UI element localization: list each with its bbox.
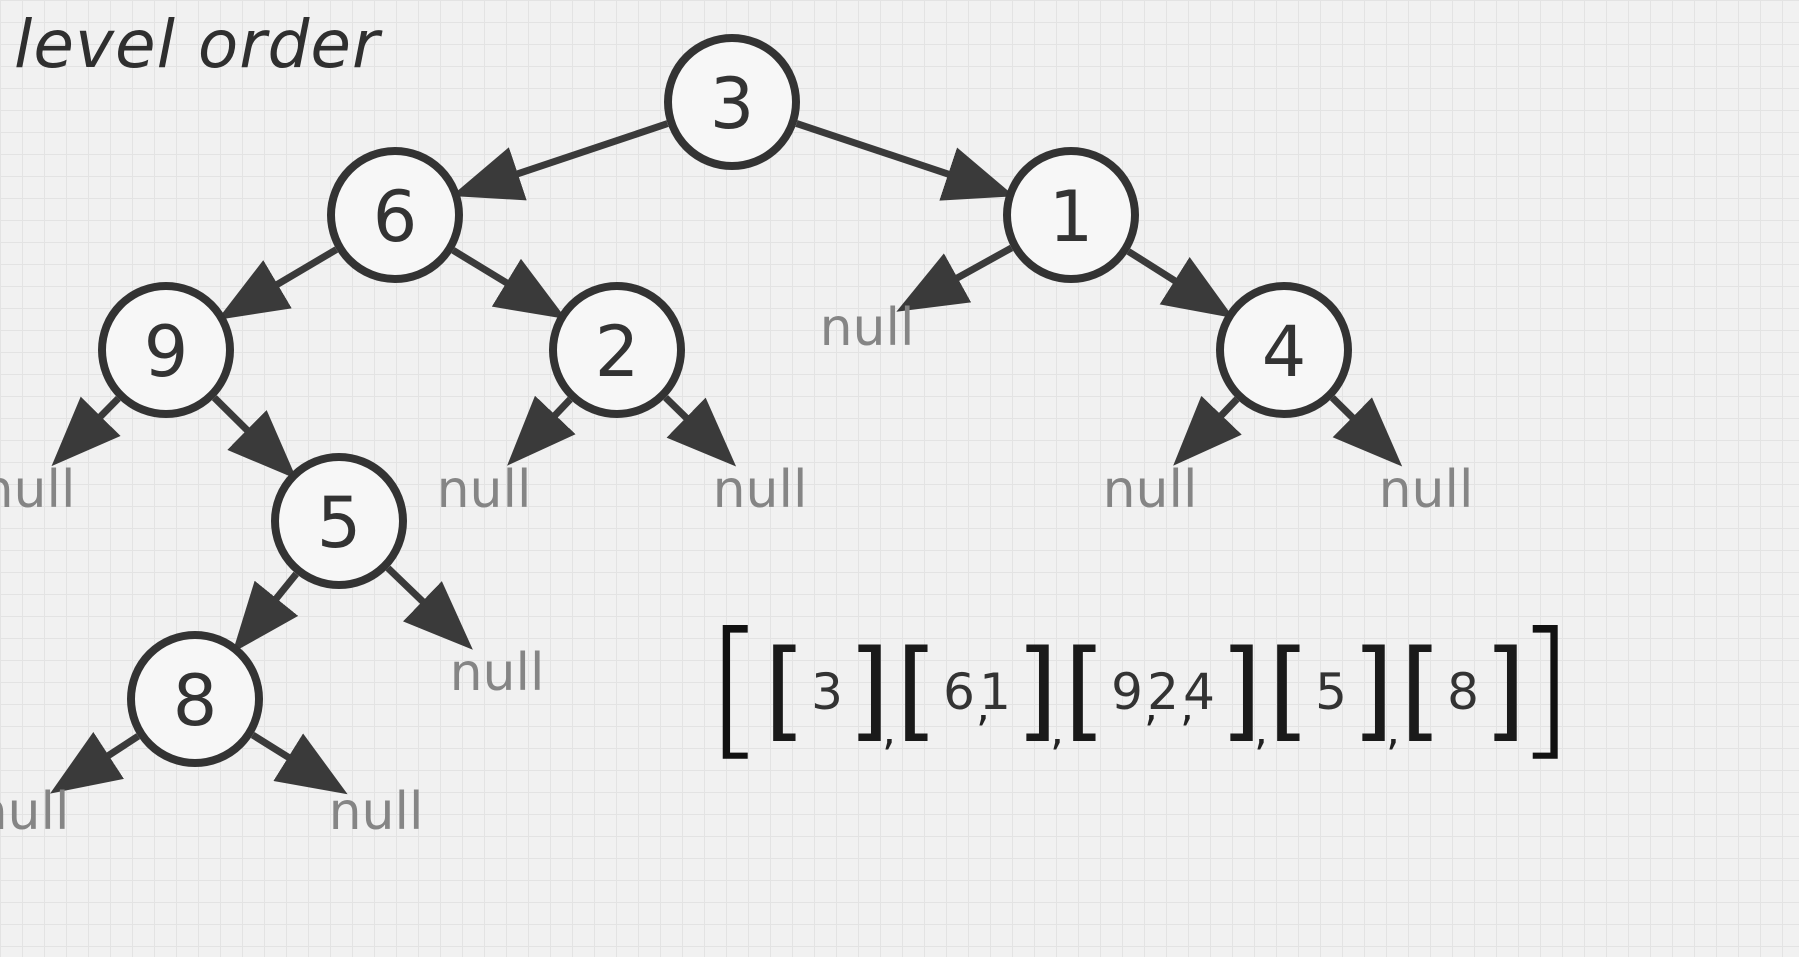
level-close-bracket: ] bbox=[1220, 628, 1262, 753]
result-level-4: [5], bbox=[1268, 628, 1400, 756]
null-label: null bbox=[0, 460, 75, 520]
edge-n3-n6 bbox=[451, 120, 669, 201]
level-close-bracket: ] bbox=[1016, 628, 1058, 753]
level-value: 1 bbox=[979, 663, 1011, 721]
level-order-result: [[3],[6,1],[9,2,4],[5],[8]] bbox=[706, 601, 1575, 775]
null-label: null bbox=[820, 298, 915, 358]
level-comma: , bbox=[1050, 705, 1064, 756]
level-value: 4 bbox=[1183, 663, 1215, 721]
outer-open-bracket: [ bbox=[706, 601, 765, 775]
level-comma: , bbox=[882, 705, 896, 756]
tree-node-5: 5 bbox=[271, 453, 407, 589]
level-value: 8 bbox=[1447, 663, 1479, 721]
level-close-bracket: ] bbox=[1484, 628, 1526, 753]
node-circle bbox=[549, 282, 685, 418]
edge-n1-n4 bbox=[1126, 248, 1234, 319]
result-level-1: [3], bbox=[764, 628, 896, 756]
null-label: null bbox=[437, 460, 532, 520]
diagram-title: level order bbox=[14, 6, 381, 83]
edge-n5-n8 bbox=[232, 571, 299, 653]
result-level-5: [8] bbox=[1400, 628, 1526, 753]
value-comma: , bbox=[976, 681, 990, 732]
value-comma: , bbox=[1180, 681, 1194, 732]
node-value: 3 bbox=[710, 63, 755, 145]
edge-n8-null-8L bbox=[50, 731, 141, 794]
level-open-bracket: [ bbox=[896, 628, 938, 753]
result-level-2: [6,1], bbox=[896, 628, 1064, 756]
level-open-bracket: [ bbox=[1268, 628, 1310, 753]
result-level-3: [9,2,4], bbox=[1064, 628, 1268, 756]
node-circle bbox=[1216, 282, 1352, 418]
edge-n8-null-8R bbox=[250, 732, 348, 795]
tree-node-8: 8 bbox=[127, 631, 263, 767]
node-value: 2 bbox=[595, 311, 640, 393]
node-value: 5 bbox=[317, 482, 362, 564]
level-close-bracket: ] bbox=[848, 628, 890, 753]
null-label: null bbox=[0, 782, 69, 842]
level-open-bracket: [ bbox=[1400, 628, 1442, 753]
null-label: null bbox=[1379, 460, 1474, 520]
node-circle bbox=[271, 453, 407, 589]
level-value: 3 bbox=[811, 663, 843, 721]
edge-n9-n5 bbox=[211, 395, 297, 480]
null-labels-layer: null null null null null null null null null bbox=[0, 298, 1473, 842]
edge-n4-null-4R bbox=[1329, 395, 1403, 467]
tree-node-4: 4 bbox=[1216, 282, 1352, 418]
null-label: null bbox=[713, 460, 808, 520]
edges-layer bbox=[50, 120, 1403, 795]
edge-n6-n9 bbox=[217, 246, 339, 320]
edge-n3-n1 bbox=[795, 120, 1015, 201]
node-circle bbox=[327, 147, 463, 283]
tree-node-6: 6 bbox=[327, 147, 463, 283]
outer-close-bracket: ] bbox=[1516, 601, 1575, 775]
level-value: 2 bbox=[1147, 663, 1179, 721]
level-open-bracket: [ bbox=[1064, 628, 1106, 753]
level-value: 9 bbox=[1111, 663, 1143, 721]
level-value: 6 bbox=[943, 663, 975, 721]
node-circle bbox=[127, 631, 263, 767]
null-label: null bbox=[450, 643, 545, 703]
tree-node-2: 2 bbox=[549, 282, 685, 418]
edge-n2-null-2L bbox=[507, 395, 576, 466]
node-circle bbox=[1003, 147, 1139, 283]
level-close-bracket: ] bbox=[1352, 628, 1394, 753]
edge-n2-null-2R bbox=[663, 395, 737, 467]
node-circle bbox=[664, 34, 800, 170]
tree-node-1: 1 bbox=[1003, 147, 1139, 283]
edge-n4-null-4L bbox=[1173, 395, 1242, 466]
level-value: 5 bbox=[1315, 663, 1347, 721]
null-label: null bbox=[329, 782, 424, 842]
tree-node-9: 9 bbox=[98, 282, 234, 418]
node-value: 4 bbox=[1262, 311, 1307, 393]
edge-n5-null-5R bbox=[385, 565, 473, 650]
tree-node-3: 3 bbox=[664, 34, 800, 170]
node-value: 6 bbox=[373, 176, 418, 258]
level-open-bracket: [ bbox=[764, 628, 806, 753]
edge-n1-null-1L bbox=[896, 244, 1014, 312]
level-comma: , bbox=[1254, 705, 1268, 756]
node-value: 8 bbox=[173, 660, 218, 742]
node-value: 9 bbox=[144, 311, 189, 393]
value-comma: , bbox=[1144, 681, 1158, 732]
edge-n6-n2 bbox=[451, 247, 567, 320]
edge-n9-null-9L bbox=[51, 395, 121, 467]
level-comma: , bbox=[1386, 705, 1400, 756]
node-circle bbox=[98, 282, 234, 418]
node-value: 1 bbox=[1049, 176, 1094, 258]
null-label: null bbox=[1103, 460, 1198, 520]
